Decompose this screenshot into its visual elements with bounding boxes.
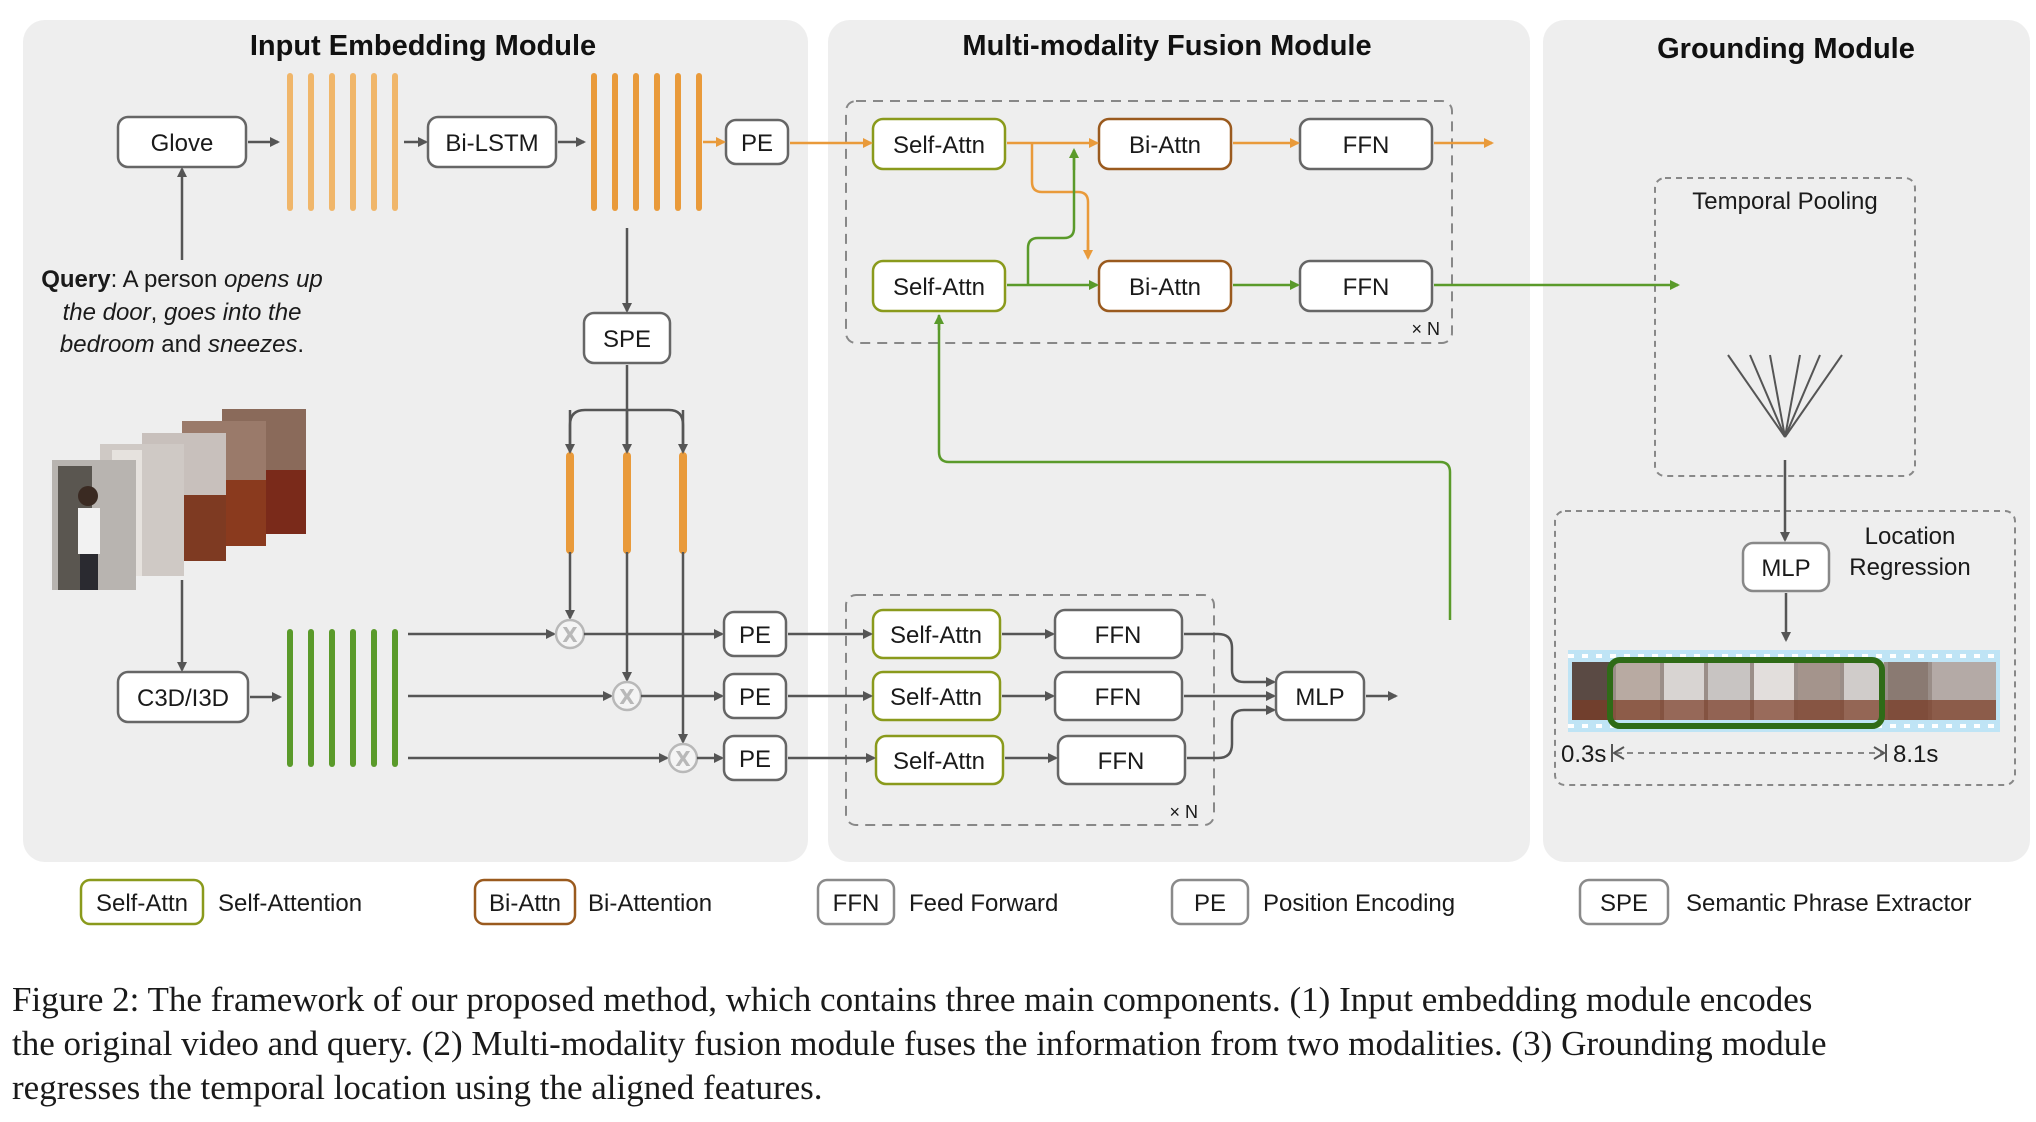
temporal-pooling-label: Temporal Pooling <box>1692 188 1877 215</box>
self-attn-label: Self-Attn <box>890 622 982 649</box>
caption-line: the original video and query. (2) Multi-… <box>12 1024 1827 1063</box>
legend-bi-attn-swatch <box>473 878 577 926</box>
input-module-title: Input Embedding Module <box>250 30 596 62</box>
repeat-label: × N <box>1169 802 1198 822</box>
legend-spe-label: Semantic Phrase Extractor <box>1686 890 1971 917</box>
multiply-node: X <box>611 680 643 712</box>
ffn-box-v2 <box>1053 670 1184 722</box>
ffn-box-video <box>1298 259 1434 313</box>
self-attn-box-v2 <box>871 670 1002 722</box>
fused-features <box>1404 628 1516 768</box>
pooling-arrows <box>1727 354 1843 438</box>
caption-line: Figure 2: The framework of our proposed … <box>12 980 1813 1019</box>
legend-self-attn-label: Self-Attention <box>218 890 362 917</box>
video-frames-illustration <box>52 409 306 590</box>
bilstm-label: Bi-LSTM <box>445 130 538 157</box>
legend-pe-abbr: PE <box>1194 890 1226 917</box>
mlp-box-grounding <box>1741 541 1831 593</box>
pe-box-video-3 <box>722 734 788 782</box>
grounded-segment-box <box>1607 657 1885 729</box>
svg-text:X: X <box>562 623 578 647</box>
self-attn-box-v3 <box>874 734 1005 786</box>
end-time-label: 8.1s <box>1893 741 1938 768</box>
multiply-node: X <box>667 742 699 774</box>
word-embedding-features <box>287 73 398 211</box>
glove-label: Glove <box>151 130 214 157</box>
phrase-features <box>566 452 687 554</box>
mlp-box-fusion <box>1274 670 1366 722</box>
pe-label: PE <box>739 746 771 773</box>
ffn-box-text <box>1298 117 1434 171</box>
bi-attn-box-video <box>1097 259 1233 313</box>
self-attn-label: Self-Attn <box>893 748 985 775</box>
legend-ffn-label: Feed Forward <box>909 890 1058 917</box>
legend-pe-swatch <box>1170 878 1250 926</box>
c3d-label: C3D/I3D <box>137 685 229 712</box>
bilstm-text-features <box>591 73 702 211</box>
pe-box-video-1 <box>722 610 788 658</box>
mlp-label: MLP <box>1761 555 1810 582</box>
video-features <box>287 629 398 767</box>
spe-box <box>582 311 672 365</box>
c3d-box <box>116 670 250 724</box>
legend-ffn-swatch <box>816 878 896 926</box>
legend-bi-attn-abbr: Bi-Attn <box>489 890 561 917</box>
legend-bi-attn-label: Bi-Attention <box>588 890 712 917</box>
pe-label: PE <box>741 130 773 157</box>
svg-text:X: X <box>619 685 635 709</box>
legend-self-attn-swatch <box>79 878 205 926</box>
svg-text:X: X <box>675 747 691 771</box>
ffn-label: FFN <box>1343 132 1390 159</box>
framework-diagram: Input Embedding Module Multi-modality Fu… <box>23 20 2030 926</box>
bi-attn-box-text <box>1097 117 1233 171</box>
legend: Self-Attn Self-Attention Bi-Attn Bi-Atte… <box>79 878 1971 926</box>
location-regression-label-1: Location <box>1865 523 1956 550</box>
self-attn-box-video <box>871 259 1007 313</box>
fusion-text-group <box>845 100 1453 344</box>
start-time-label: 0.3s <box>1561 741 1606 768</box>
mlp-label: MLP <box>1295 684 1344 711</box>
caption-line: regresses the temporal location using th… <box>12 1068 823 1107</box>
ffn-box-v3 <box>1056 734 1187 786</box>
ffn-label: FFN <box>1095 622 1142 649</box>
bi-attn-label: Bi-Attn <box>1129 274 1201 301</box>
ffn-label: FFN <box>1095 684 1142 711</box>
spe-label: SPE <box>603 326 651 353</box>
legend-self-attn-abbr: Self-Attn <box>96 890 188 917</box>
bilstm-box <box>426 115 558 169</box>
self-attn-box-text <box>871 117 1007 171</box>
fusion-video-group <box>845 594 1215 826</box>
figure-caption: Figure 2: The framework of our proposed … <box>12 978 2028 1110</box>
query-line-1: Query: A person opens up <box>41 266 323 293</box>
location-regression-label-2: Regression <box>1849 554 1970 581</box>
query-line-2: the door, goes into the <box>63 299 302 326</box>
self-attn-label: Self-Attn <box>890 684 982 711</box>
legend-spe-swatch <box>1578 878 1670 926</box>
legend-ffn-abbr: FFN <box>833 890 880 917</box>
grounding-module-title: Grounding Module <box>1657 33 1915 65</box>
self-attn-box-v1 <box>871 608 1002 660</box>
self-attn-label: Self-Attn <box>893 274 985 301</box>
multiply-node: X <box>554 618 586 650</box>
self-attn-label: Self-Attn <box>893 132 985 159</box>
ffn-label: FFN <box>1098 748 1145 775</box>
ffn-box-v1 <box>1053 608 1184 660</box>
legend-spe-abbr: SPE <box>1600 890 1648 917</box>
pe-box-video-2 <box>722 672 788 720</box>
bi-attn-label: Bi-Attn <box>1129 132 1201 159</box>
legend-pe-label: Position Encoding <box>1263 890 1455 917</box>
repeat-label: × N <box>1411 319 1440 339</box>
fusion-module-panel <box>828 20 1530 862</box>
ffn-label: FFN <box>1343 274 1390 301</box>
pe-label: PE <box>739 684 771 711</box>
query-line-3: bedroom and sneezes. <box>60 331 304 358</box>
pe-label: PE <box>739 622 771 649</box>
fusion-module-title: Multi-modality Fusion Module <box>962 30 1371 62</box>
input-module-panel <box>23 20 808 862</box>
pe-box-text <box>724 118 790 166</box>
pooled-features <box>1714 231 1859 446</box>
video-timeline-strip <box>1568 650 2000 732</box>
